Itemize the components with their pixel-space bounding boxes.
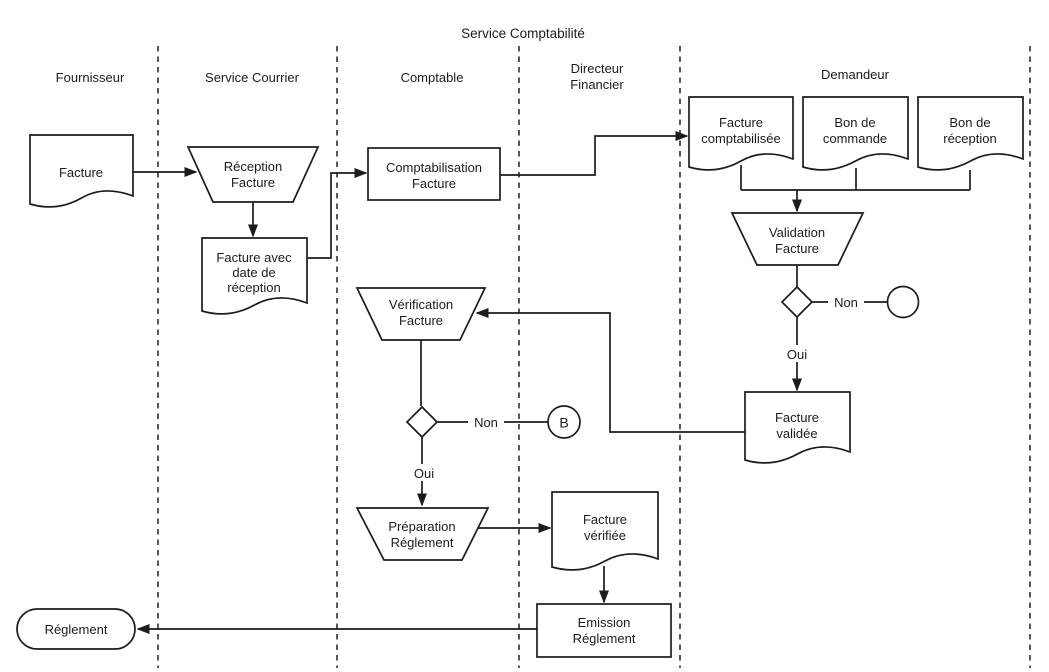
offpage-connector-circle-b — [547, 405, 581, 439]
node-label-reception-line1: Réception — [224, 159, 283, 174]
node-label-reglement: Réglement — [45, 622, 108, 637]
node-label-facture-validee-line1: Facture — [775, 410, 819, 425]
node-emission-reglement: Emission Réglement — [536, 603, 672, 658]
node-facture-validee: Facture validée — [744, 391, 851, 464]
node-label-bon-commande-line1: Bon de — [834, 115, 875, 130]
edge-label-validation-non: Non — [828, 293, 864, 310]
node-label-facture-avec-date-line3: réception — [227, 280, 280, 295]
node-label-validation-line2: Facture — [775, 241, 819, 256]
node-label-comptabilisation-line1: Comptabilisation — [386, 160, 482, 175]
manual-operation-shape-verification — [355, 287, 487, 341]
edge-label-validation-oui: Oui — [782, 345, 812, 362]
node-comptabilisation-facture: Comptabilisation Facture — [367, 147, 501, 201]
node-label-facture-comptabilisee-line2: comptabilisée — [701, 131, 781, 146]
node-label-bon-reception-line1: Bon de — [949, 115, 990, 130]
edge-comptabilisation-to-facture-comptabilisee — [500, 131, 689, 176]
node-preparation-reglement: Préparation Réglement — [355, 507, 490, 561]
edge-facture-validee-to-verification — [475, 308, 745, 433]
document-shape-bon-reception — [917, 96, 1024, 171]
node-label-facture-avec-date-line1: Facture avec — [216, 250, 292, 265]
lane-labels: Fournisseur Service Courrier Comptable D… — [56, 61, 890, 92]
decision-verification — [405, 405, 439, 439]
node-label-facture-comptabilisee-line1: Facture — [719, 115, 763, 130]
edge-label-oui-2: Oui — [414, 466, 434, 481]
node-label-emission-line1: Emission — [578, 615, 631, 630]
document-shape-facture-validee — [744, 391, 851, 464]
node-label-validation-line1: Validation — [769, 225, 825, 240]
offpage-connector-circle — [886, 285, 920, 319]
decision-validation — [780, 285, 814, 319]
document-shape-facture — [29, 134, 134, 208]
node-label-comptabilisation-line2: Facture — [412, 176, 456, 191]
lane-label-fournisseur: Fournisseur — [56, 70, 125, 85]
lane-label-comptable: Comptable — [401, 70, 464, 85]
node-label-facture-validee-line2: validée — [776, 426, 817, 441]
manual-operation-shape-validation — [730, 212, 865, 266]
node-verification-facture: Vérification Facture — [355, 287, 487, 341]
node-reception-facture: Réception Facture — [186, 146, 320, 203]
edge-facture-date-to-comptabilisation — [307, 168, 368, 259]
lane-label-demandeur: Demandeur — [821, 67, 890, 82]
connector-letter-b: B — [559, 415, 568, 431]
node-label-facture-avec-date-line2: date de — [232, 265, 275, 280]
lane-dividers — [157, 46, 1031, 668]
label-background — [828, 293, 864, 310]
decision-diamond-verification — [405, 405, 439, 439]
node-bon-de-commande: Bon de commande — [802, 96, 909, 171]
edge-label-non-2: Non — [474, 415, 498, 430]
connector-circle-empty — [886, 285, 920, 319]
edge-documents-merge — [740, 165, 971, 191]
manual-operation-shape-reception — [186, 146, 320, 203]
node-label-preparation-line2: Réglement — [391, 535, 454, 550]
node-facture: Facture — [29, 134, 134, 208]
node-bon-de-reception: Bon de réception — [917, 96, 1024, 171]
edge-label-verification-non: Non — [468, 413, 504, 430]
document-shape-facture-avec-date — [201, 237, 308, 315]
manual-operation-shape-preparation — [355, 507, 490, 561]
node-reglement: Réglement — [16, 608, 136, 650]
decision-diamond-validation — [780, 285, 814, 319]
node-label-reception-line2: Facture — [231, 175, 275, 190]
terminator-shape-reglement — [16, 608, 136, 650]
lane-label-directeur-financier-line1: Directeur — [571, 61, 624, 76]
document-shape-facture-comptabilisee — [688, 96, 794, 171]
node-facture-verifiee: Facture vérifiée — [551, 491, 659, 571]
node-label-preparation-line1: Préparation — [388, 519, 455, 534]
node-facture-avec-date: Facture avec date de réception — [201, 237, 308, 315]
node-label-verification-line2: Facture — [399, 313, 443, 328]
node-label-bon-commande-line2: commande — [823, 131, 887, 146]
node-validation-facture: Validation Facture — [730, 212, 865, 266]
document-shape-bon-commande — [802, 96, 909, 171]
edge-label-oui-1: Oui — [787, 347, 807, 362]
document-shape-facture-verifiee — [551, 491, 659, 571]
node-label-verification-line1: Vérification — [389, 297, 453, 312]
node-label-facture-verifiee-line2: vérifiée — [584, 528, 626, 543]
edge-label-non-1: Non — [834, 295, 858, 310]
label-background — [782, 345, 812, 362]
node-label-bon-reception-line2: réception — [943, 131, 996, 146]
lane-label-service-courrier: Service Courrier — [205, 70, 300, 85]
process-shape-comptabilisation — [367, 147, 501, 201]
node-label-emission-line2: Réglement — [573, 631, 636, 646]
process-shape-emission — [536, 603, 672, 658]
label-background — [468, 413, 504, 430]
diagram-title: Service Comptabilité — [461, 26, 585, 41]
connector-circle-b: B — [547, 405, 581, 439]
edge-label-verification-oui: Oui — [408, 464, 439, 481]
lane-label-directeur-financier-line2: Financier — [570, 77, 624, 92]
node-label-facture: Facture — [59, 165, 103, 180]
label-background — [408, 464, 439, 481]
node-facture-comptabilisee: Facture comptabilisée — [688, 96, 794, 171]
node-label-facture-verifiee-line1: Facture — [583, 512, 627, 527]
